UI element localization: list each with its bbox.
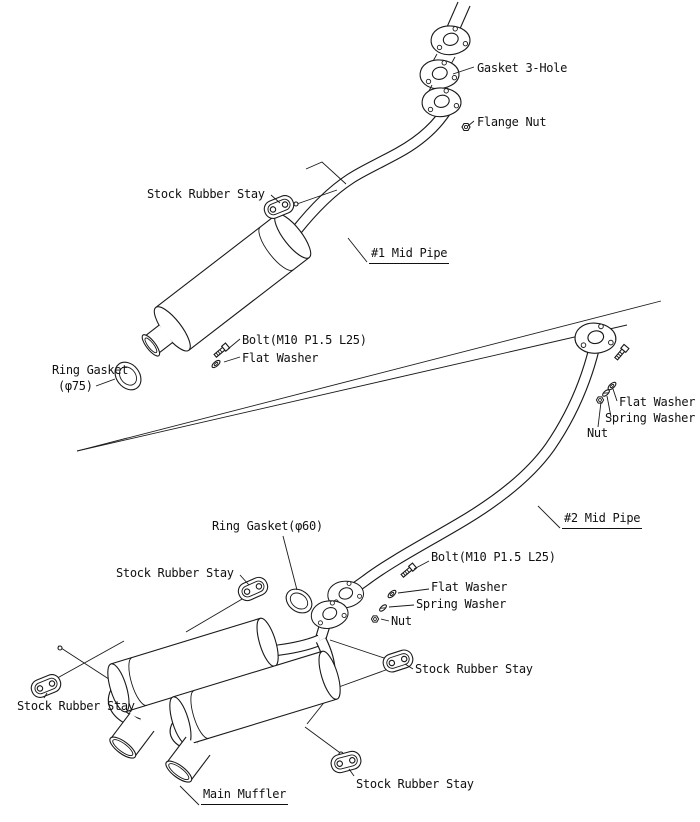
bolt-part-1 <box>212 342 231 359</box>
stock-rubber-stay-part-5 <box>328 748 364 776</box>
label-stock-rubber-stay-1: Stock Rubber Stay <box>147 187 265 201</box>
stock-rubber-stay-part-2 <box>235 574 271 604</box>
bolt-part-flange-2 <box>613 343 630 362</box>
label-flange-nut: Flange Nut <box>477 115 547 129</box>
stock-rubber-stay-part-3 <box>380 647 416 675</box>
label-gasket-3-hole: Gasket 3-Hole <box>477 61 568 75</box>
label-bolt-1: Bolt(M10 P1.5 L25) <box>242 333 367 347</box>
mid-pipe-1-muffler <box>141 213 312 357</box>
mid-pipe-1-assembly <box>114 1 474 391</box>
label-mid-pipe-2: #2 Mid Pipe <box>562 511 643 529</box>
stock-rubber-stay-part-4 <box>28 671 64 701</box>
label-nut-1: Nut <box>587 426 608 440</box>
mid-pipe-2-top-flange <box>571 318 619 358</box>
label-ring-gasket-75-size: (φ75) <box>58 379 93 393</box>
muffler-tip-2 <box>165 736 211 783</box>
nut-part-1 <box>595 396 605 404</box>
label-main-muffler: Main Muffler <box>201 787 289 805</box>
label-ring-gasket-60: Ring Gasket(φ60) <box>212 519 323 533</box>
label-stock-rubber-stay-3: Stock Rubber Stay <box>415 662 533 676</box>
ring-gasket-60-part <box>285 588 313 614</box>
label-ring-gasket-75-name: Ring Gasket <box>52 363 129 377</box>
bolt-part-2 <box>399 562 418 579</box>
spring-washer-part-1 <box>600 388 612 398</box>
section-divider <box>76 300 662 452</box>
mid-pipe-1-top-flange <box>418 82 465 122</box>
flange-nut-part <box>461 122 471 132</box>
label-flat-washer-1: Flat Washer <box>242 351 319 365</box>
mid-pipe-2-assembly <box>323 318 630 614</box>
label-spring-washer-2: Spring Washer <box>416 597 507 611</box>
muffler-tip-1 <box>109 712 155 759</box>
label-spring-washer-1: Spring Washer <box>605 411 696 425</box>
label-stock-rubber-stay-2: Stock Rubber Stay <box>116 566 234 580</box>
top-flange <box>427 20 474 60</box>
spring-washer-part-2 <box>377 603 389 613</box>
label-flat-washer-2: Flat Washer <box>619 395 696 409</box>
label-mid-pipe-1: #1 Mid Pipe <box>369 246 450 264</box>
flat-washer-part-3 <box>386 588 398 600</box>
label-bolt-2: Bolt(M10 P1.5 L25) <box>431 550 556 564</box>
callout-leader-lines <box>43 66 618 806</box>
label-stock-rubber-stay-4: Stock Rubber Stay <box>17 699 135 713</box>
muffler-canister-front <box>169 650 341 746</box>
main-muffler-assembly <box>28 562 418 783</box>
ring-gasket-75-part <box>114 361 142 391</box>
nut-part-2 <box>370 615 380 623</box>
label-flat-washer-3: Flat Washer <box>431 580 508 594</box>
label-stock-rubber-stay-5: Stock Rubber Stay <box>356 777 474 791</box>
hanger-rod-1 <box>305 161 347 185</box>
flat-washer-part-1 <box>210 358 222 370</box>
stock-rubber-stay-part-1 <box>261 192 297 222</box>
label-nut-2: Nut <box>391 614 412 628</box>
